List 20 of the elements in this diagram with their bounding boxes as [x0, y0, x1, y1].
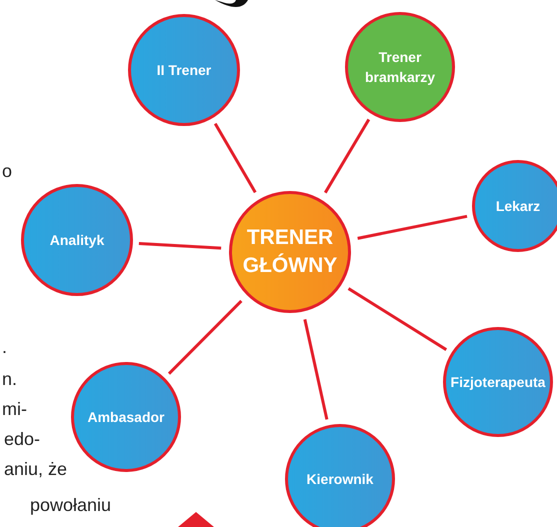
- connector-line: [168, 300, 242, 375]
- cropped-text: powołaniu: [30, 494, 112, 516]
- role-label: Fizjoterapeuta: [450, 373, 546, 392]
- role-label: TRENER GŁÓWNY: [242, 225, 338, 279]
- cropped-text: edo-: [4, 428, 40, 450]
- cropped-text: n.: [2, 368, 18, 390]
- role-label: Trener bramkarzy: [364, 48, 436, 87]
- connector-line: [303, 319, 328, 420]
- cropped-text: aniu, że: [4, 458, 68, 480]
- role-label: Analityk: [48, 231, 106, 250]
- connector-line: [357, 214, 468, 240]
- cropped-text: .: [2, 336, 8, 358]
- connector-line: [348, 287, 448, 351]
- role-label: Lekarz: [494, 197, 542, 216]
- role-label: Kierownik: [306, 470, 374, 489]
- connector-line: [138, 242, 222, 250]
- cropped-text: mi-: [2, 398, 27, 420]
- role-label: II Trener: [156, 61, 212, 80]
- role-label: Ambasador: [86, 408, 166, 427]
- cropped-text: o: [2, 160, 12, 182]
